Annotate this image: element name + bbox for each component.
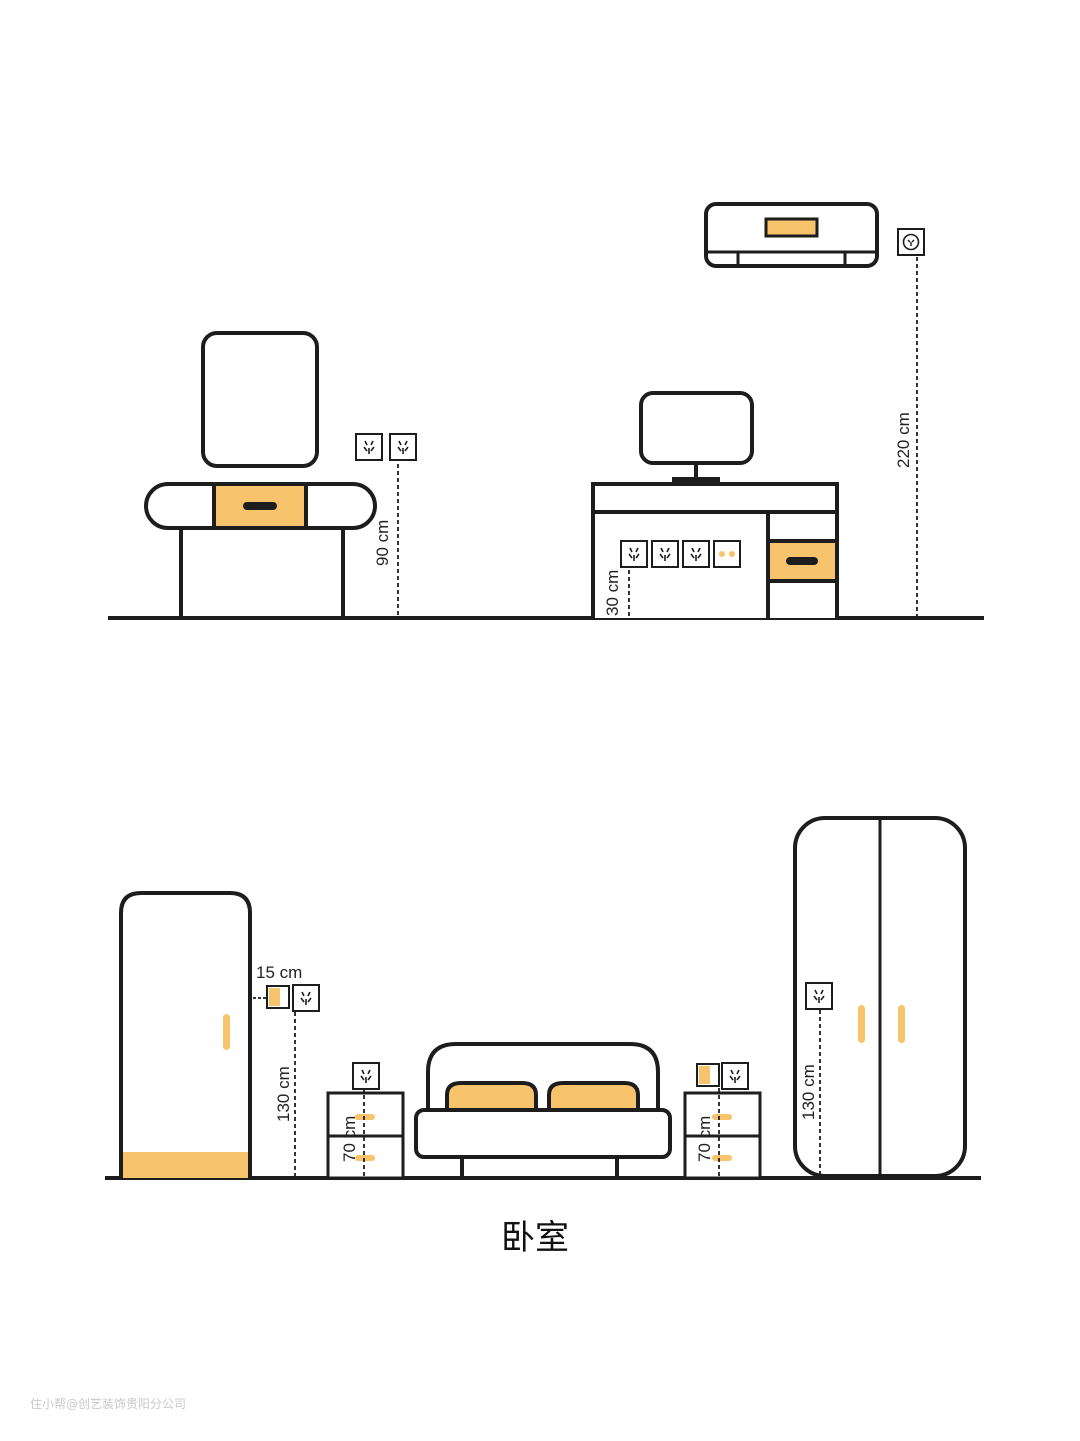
wardrobe-left-switch-socket-icon <box>266 984 320 1012</box>
wardrobe-left <box>119 891 252 1178</box>
vanity-socket-icon <box>355 433 417 461</box>
bed <box>414 1042 672 1178</box>
desk-outlet-height-label: 30 cm <box>603 570 622 616</box>
monitor <box>639 391 754 465</box>
wardrobe-left-outlet-height-label: 130 cm <box>274 1066 293 1122</box>
wardrobe-left-gap-label: 15 cm <box>256 963 302 982</box>
wardrobe-right-outlet-height-label: 130 cm <box>799 1064 818 1120</box>
vanity-outlet-height-label: 90 cm <box>373 520 392 566</box>
desk-socket-strip-icon <box>620 540 741 568</box>
pillow-left <box>445 1081 538 1112</box>
nightstand-right <box>683 1091 762 1180</box>
ac-socket-icon <box>897 228 925 256</box>
ac-outlet-height-label: 220 cm <box>894 412 913 468</box>
watermark: 住小帮@创艺装饰贵阳分公司 <box>30 1397 187 1411</box>
page-title: 卧室 <box>501 1218 569 1258</box>
nightstand-left <box>326 1091 405 1180</box>
nightstand-left-height-label: 70 cm <box>340 1116 359 1162</box>
desk-drawer <box>766 539 839 583</box>
air-conditioner <box>704 202 879 268</box>
vanity-table <box>144 331 377 620</box>
nightstand-right-switch-socket-icon <box>696 1062 749 1090</box>
wardrobe-right-socket-icon <box>805 982 833 1010</box>
nightstand-left-socket-icon <box>352 1062 380 1090</box>
nightstand-right-height-label: 70 cm <box>695 1116 714 1162</box>
vanity-mirror <box>201 331 319 468</box>
wardrobe-right <box>793 816 967 1178</box>
pillow-right <box>547 1081 640 1112</box>
